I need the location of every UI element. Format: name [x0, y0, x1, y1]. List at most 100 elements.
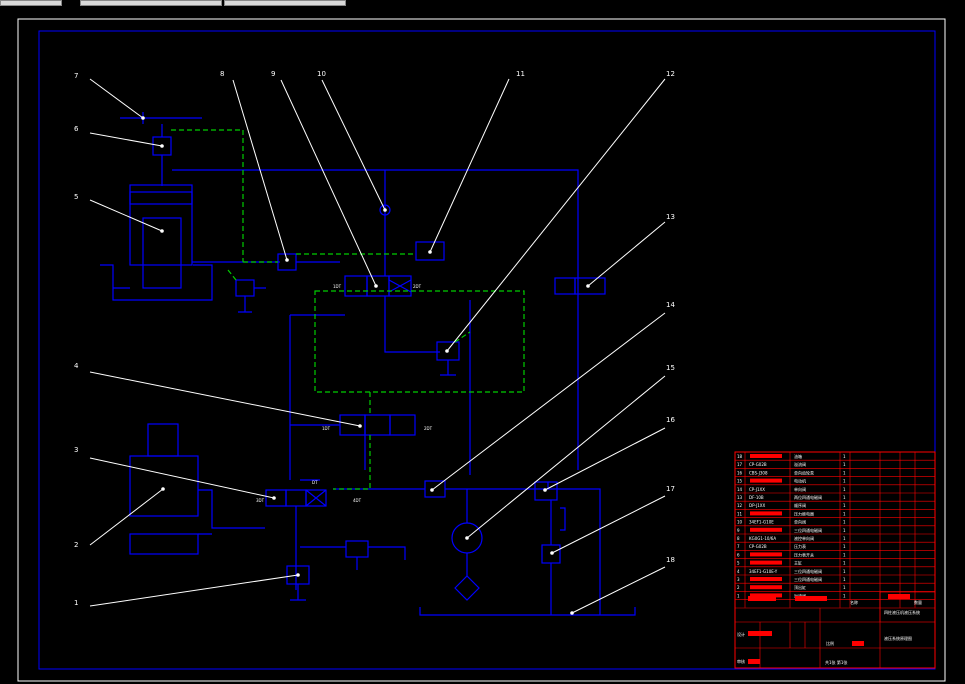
callout-15: 15 [666, 364, 675, 372]
port-label: 2DT [424, 426, 433, 431]
table-row-qty: 1 [843, 503, 846, 508]
table-row-code-redaction [750, 552, 782, 557]
table-row-name: 单向阀 [794, 486, 806, 492]
table-row-no: 12 [737, 503, 743, 508]
drawing-frame [38, 30, 936, 670]
toolbar-segment[interactable] [80, 0, 222, 6]
table-row-name: 油箱 [794, 453, 802, 459]
callout-12: 12 [666, 70, 675, 78]
solenoid-labels: 1DT 2DT 1DT 2DT 3DT 4DT DT [256, 284, 433, 503]
table-row-no: 5 [737, 561, 740, 566]
callout-17: 17 [666, 485, 675, 493]
port-label: 4DT [353, 498, 362, 503]
callout-3: 3 [74, 446, 78, 454]
callout-9: 9 [271, 70, 275, 78]
port-label: 3DT [256, 498, 265, 503]
table-row-code: CP-J1XX [749, 487, 765, 492]
table-row-qty: 1 [843, 536, 846, 541]
drawing-title: 四柱液压机液压系统 [884, 609, 920, 615]
table-row-name: 顺序阀 [794, 502, 806, 508]
table-row-name: 溢流阀 [794, 461, 806, 467]
callout-2: 2 [74, 541, 78, 549]
table-row-no: 9 [737, 528, 740, 533]
scale-label: 比例 [826, 640, 834, 646]
table-row-no: 3 [737, 577, 740, 582]
table-row-qty: 1 [843, 479, 846, 484]
toolbar-segment[interactable] [0, 0, 62, 6]
table-row-name: 溢流阀 [794, 592, 806, 598]
table-row-code: KG0G1-10/6A [749, 536, 776, 541]
port-label: 2DT [413, 284, 422, 289]
table-row-name: 三位四通电磁阀 [794, 576, 822, 582]
table-row-qty: 1 [843, 454, 846, 459]
callout-4: 4 [74, 362, 79, 370]
table-row-name: 单向阀 [794, 519, 806, 525]
table-row-qty: 1 [843, 593, 846, 598]
table-row-qty: 1 [843, 528, 846, 533]
callout-dots [141, 116, 590, 615]
table-row-qty: 1 [843, 470, 846, 475]
table-row-qty: 1 [843, 511, 846, 516]
callout-5: 5 [74, 193, 78, 201]
callout-8: 8 [220, 70, 224, 78]
table-row-code-redaction [750, 511, 782, 516]
table-row-code: 34EF1-G10E-Y [749, 569, 778, 574]
table-row-name: 三位四通电磁阀 [794, 568, 822, 574]
table-row-no: 17 [737, 462, 743, 467]
callout-11: 11 [516, 70, 525, 78]
table-row-code-redaction [750, 527, 782, 532]
table-row-name: 顶出缸 [794, 584, 806, 590]
callout-6: 6 [74, 125, 79, 133]
table-row-qty: 1 [843, 495, 846, 500]
table-row-code: CBS-J308 [749, 470, 768, 475]
table-row-name: 两位四通电磁阀 [794, 494, 822, 500]
pipe-lines [100, 112, 636, 616]
design-label: 设计 [737, 631, 745, 637]
header-name: 名称 [850, 599, 858, 605]
callout-10: 10 [317, 70, 326, 78]
table-row-no: 10 [737, 520, 743, 525]
toolbar-segment[interactable] [224, 0, 346, 6]
title-block-border [734, 451, 936, 669]
table-row-no: 18 [737, 454, 743, 459]
table-row-no: 7 [737, 544, 740, 549]
table-row-no: 1 [737, 593, 740, 598]
window-top-bar [0, 0, 965, 6]
table-row-code-redaction [750, 478, 782, 483]
table-row-qty: 1 [843, 462, 846, 467]
table-row-name: 单向齿轮泵 [794, 469, 814, 475]
table-row-code: DP-J1XX [749, 503, 766, 508]
port-label: DT [312, 480, 318, 485]
table-row-qty: 1 [843, 585, 846, 590]
table-row-qty: 1 [843, 487, 846, 492]
check-label: 审核 [737, 658, 745, 664]
sheet-outer-border [17, 18, 946, 682]
table-row-code: CP-G02B [749, 544, 767, 549]
table-row-code: 34EF1-G10E [749, 520, 774, 525]
pilot-lines [171, 129, 525, 490]
callout-18: 18 [666, 556, 675, 564]
table-row-name: 电动机 [794, 478, 806, 484]
callout-16: 16 [666, 416, 675, 424]
table-row-qty: 1 [843, 552, 846, 557]
callout-1: 1 [74, 599, 78, 607]
port-label: 1DT [322, 426, 331, 431]
table-row-no: 2 [737, 585, 740, 590]
table-row-no: 15 [737, 479, 743, 484]
table-row-qty: 1 [843, 561, 846, 566]
table-row-code-redaction [750, 454, 782, 458]
table-row-name: 主缸 [794, 560, 802, 566]
table-row-qty: 1 [843, 544, 846, 549]
table-row-no: 14 [737, 487, 743, 492]
table-row-name: 压力表开关 [794, 551, 814, 557]
table-row-no: 11 [737, 511, 743, 516]
table-row-name: 液控单向阀 [794, 535, 814, 541]
table-row-code: DF-10B [749, 495, 764, 500]
table-row-qty: 1 [843, 577, 846, 582]
drawing-title-2: 液压系统原理图 [884, 635, 912, 641]
table-row-code-redaction [750, 577, 782, 581]
table-row-no: 16 [737, 470, 743, 475]
